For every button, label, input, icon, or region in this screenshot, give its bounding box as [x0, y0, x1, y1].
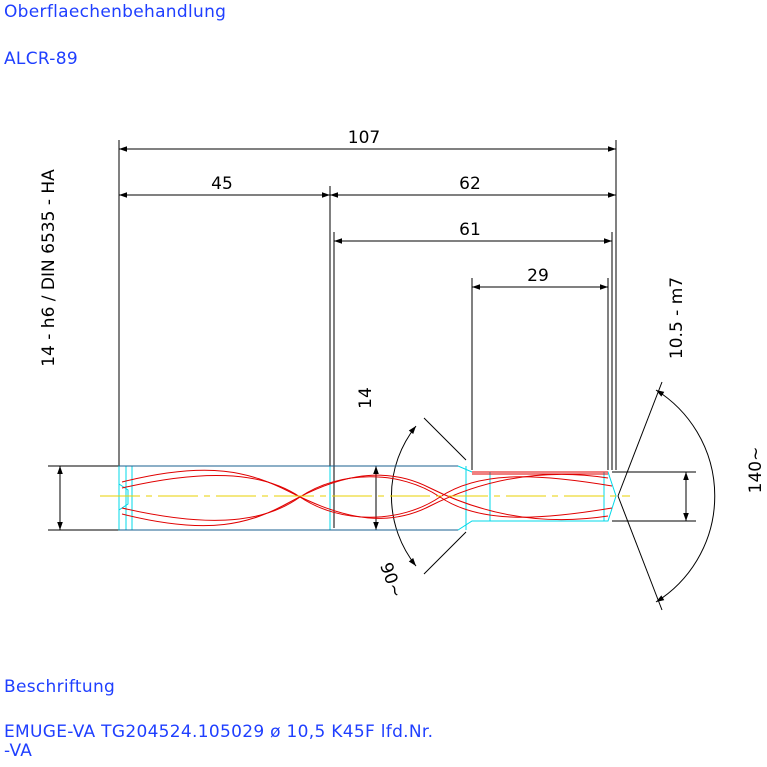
step-angle-label: 90~ — [375, 560, 406, 601]
dim-tip-length: 29 — [527, 266, 549, 286]
marking-line-1: EMUGE-VA TG204524.105029 ø 10,5 K45F lfd… — [4, 722, 434, 742]
marking-line-2: -VA — [4, 741, 33, 761]
surface-treatment-label: Oberflaechenbehandlung — [4, 2, 227, 22]
angle-point-dimension — [617, 381, 716, 611]
tip-diameter-label: 10.5 - m7 — [667, 277, 687, 359]
coating-value: ALCR-89 — [4, 49, 78, 69]
dim-flute-length: 61 — [459, 220, 481, 240]
marking-label: Beschriftung — [4, 677, 116, 697]
dim-overall-length: 107 — [348, 128, 380, 148]
drill-edge-lines — [119, 465, 458, 531]
dim-body-length: 62 — [459, 174, 481, 194]
shank-spec-label: 14 - h6 / DIN 6535 - HA — [39, 169, 59, 367]
shank-diameter-label: 14 — [356, 387, 376, 409]
dim-shank-length: 45 — [211, 174, 233, 194]
point-angle-label: 140~ — [746, 447, 766, 494]
flute-helix — [121, 469, 613, 527]
